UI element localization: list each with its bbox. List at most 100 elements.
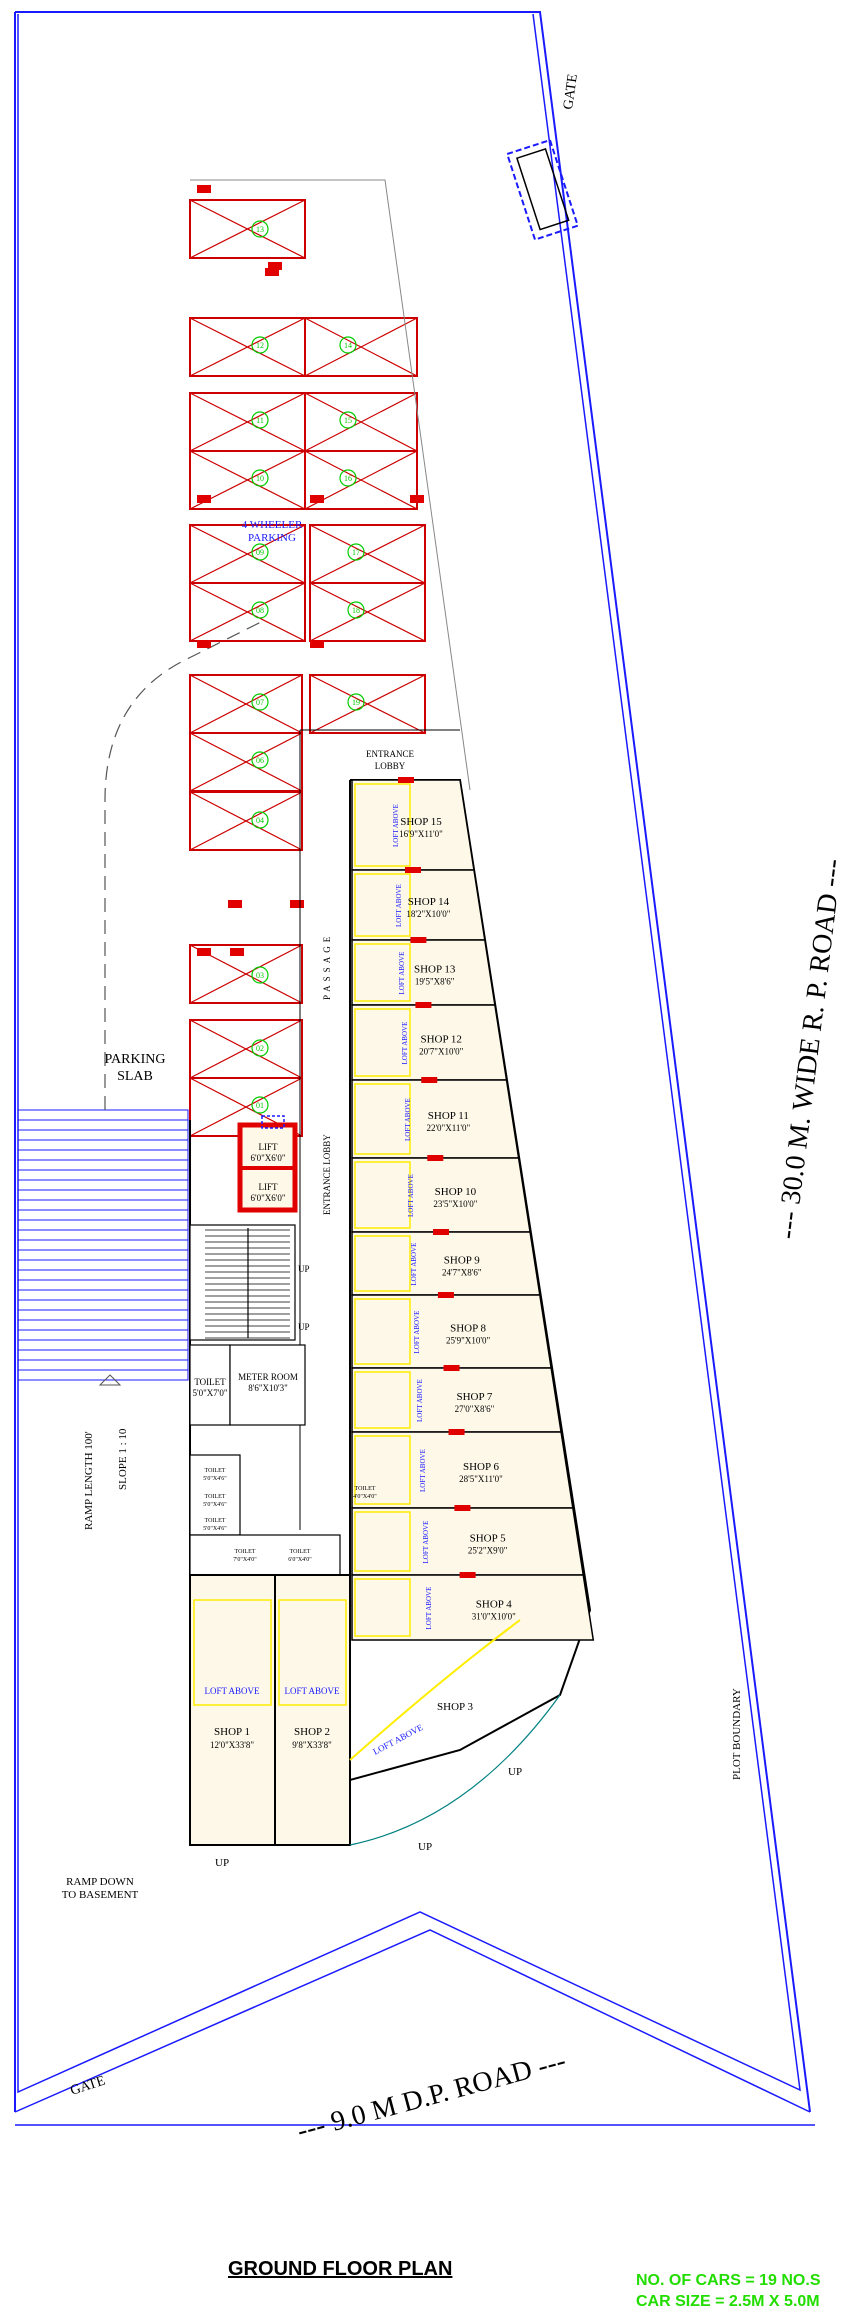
ramp-down-line2: TO BASEMENT	[62, 1889, 139, 1901]
shop-loft	[354, 1435, 411, 1505]
car-number-circle	[251, 966, 269, 984]
car-number: 11	[256, 416, 264, 425]
shop-name: SHOP 7	[456, 1391, 492, 1403]
toilet-1-size: 5'0"X4'6"	[203, 1476, 227, 1482]
column-marker	[290, 900, 304, 908]
toilet-6-size: 4'0"X4'0"	[353, 1494, 377, 1500]
toilet-4-name: TOILET	[235, 1549, 256, 1555]
shop-name: SHOP 10	[435, 1186, 477, 1198]
shop-loft-label: LOFT ABOVE	[395, 884, 403, 927]
car-number: 14	[344, 341, 352, 350]
shop-1-name: SHOP 1	[214, 1726, 250, 1738]
car-number-circle	[251, 1096, 269, 1114]
parking-bay-diagonal	[189, 1019, 303, 1079]
shop-size: 22'0"X11'0"	[426, 1123, 470, 1133]
parking-bay	[189, 199, 306, 259]
ramp-lines	[18, 1119, 188, 1371]
car-number-circle	[251, 411, 269, 429]
shop-door-marker	[404, 867, 421, 873]
shop-door-marker	[459, 1572, 476, 1578]
shop-loft-label: LOFT ABOVE	[422, 1521, 430, 1564]
shop-loft	[354, 1511, 411, 1572]
car-number-circle	[347, 543, 365, 561]
shop-name: SHOP 11	[428, 1110, 469, 1122]
shop-door-marker	[427, 1155, 444, 1161]
toilet-4-size: 7'0"X4'0"	[233, 1557, 257, 1563]
car-number-circle	[339, 411, 357, 429]
shop-size: 19'5"X8'6"	[415, 977, 455, 987]
parking-bay	[304, 450, 418, 510]
shop-door-marker	[448, 1429, 465, 1435]
toilet-5-name: TOILET	[290, 1549, 311, 1555]
shop-door-marker	[437, 1292, 454, 1298]
shop-size: 23'5"X10'0"	[433, 1199, 477, 1209]
shop-name: SHOP 13	[414, 964, 456, 976]
car-number-circle	[339, 469, 357, 487]
car-number: 02	[256, 1044, 264, 1053]
shop-name: SHOP 6	[463, 1461, 499, 1473]
shop-loft-label: LOFT ABOVE	[419, 1449, 427, 1492]
shop-loft	[354, 1083, 411, 1155]
parking-bay-diagonal	[189, 582, 306, 642]
column-marker	[230, 948, 244, 956]
parking-bay-diagonal	[189, 732, 303, 792]
toilet-3-size: 5'0"X4'6"	[203, 1526, 227, 1532]
meter-room-name: METER ROOM	[238, 1372, 298, 1382]
toilet-main-size: 5'0"X7'0"	[192, 1388, 227, 1398]
toilet-6-name: TOILET	[355, 1486, 376, 1492]
shop-1-size: 12'0"X33'8"	[210, 1740, 254, 1750]
car-number-circle	[251, 751, 269, 769]
lift2-name: LIFT	[259, 1182, 279, 1192]
column-marker	[197, 948, 211, 956]
shop-name: SHOP 9	[444, 1255, 480, 1267]
meter-room-size: 8'6"X10'3"	[248, 1383, 288, 1393]
road-right-label: --- 30.0 M. WIDE R. P. ROAD ---	[771, 857, 848, 1241]
passage-label: PASSAGE	[322, 933, 332, 1000]
shop-size: 31'0"X10'0"	[472, 1612, 516, 1622]
ramp	[17, 1109, 189, 1381]
car-size-note: CAR SIZE = 2.5M X 5.0M	[636, 2293, 820, 2310]
car-number: 04	[256, 816, 264, 825]
shop-size: 28'5"X11'0"	[459, 1474, 503, 1484]
car-number-circle	[251, 1039, 269, 1057]
gate-kiosk	[505, 138, 580, 241]
shop-rooms	[351, 777, 595, 1641]
column-marker	[268, 262, 282, 270]
shop-loft	[354, 1578, 411, 1637]
shop-room	[351, 1574, 595, 1641]
shop-loft	[354, 943, 411, 1002]
shop-name: SHOP 12	[420, 1034, 461, 1046]
ramp-length-label: RAMP LENGTH 100'	[83, 1431, 95, 1530]
gate-top-label: GATE	[561, 73, 581, 111]
car-number-circle	[251, 811, 269, 829]
shop-loft	[354, 1371, 411, 1429]
up-stair-2: UP	[298, 1322, 310, 1332]
shop-loft	[354, 873, 411, 937]
shop-loft-label: LOFT ABOVE	[416, 1379, 424, 1422]
service-core	[189, 1115, 341, 1576]
car-number-circle	[251, 693, 269, 711]
shop-door-marker	[443, 1365, 460, 1371]
parking-bay	[189, 791, 303, 851]
ramp-arrow	[98, 1374, 122, 1386]
toilet-main-name: TOILET	[194, 1377, 226, 1387]
toilet-2-name: TOILET	[205, 1494, 226, 1500]
parking-bay-diagonal	[189, 524, 306, 584]
car-number: 18	[352, 606, 360, 615]
car-number-circle	[339, 336, 357, 354]
parking-bay	[304, 317, 418, 377]
shop-door-marker	[398, 777, 414, 783]
shop-2-size: 9'8"X33'8"	[292, 1740, 332, 1750]
parking-bay	[309, 674, 426, 734]
shop-room	[351, 1507, 585, 1576]
up-bottom-mid: UP	[418, 1841, 432, 1853]
parking-bay-diagonal	[309, 674, 426, 734]
up-bottom-left: UP	[215, 1857, 229, 1869]
entrance-lobby-top-line2: LOBBY	[375, 761, 406, 771]
parking-4w-line1: 4 WHEELER	[242, 519, 303, 531]
plot-boundary-label: PLOT BOUNDARY	[731, 1688, 743, 1780]
shop-loft	[354, 1008, 411, 1077]
shop-size: 25'2"X9'0"	[468, 1546, 508, 1556]
column-marker	[310, 495, 324, 503]
